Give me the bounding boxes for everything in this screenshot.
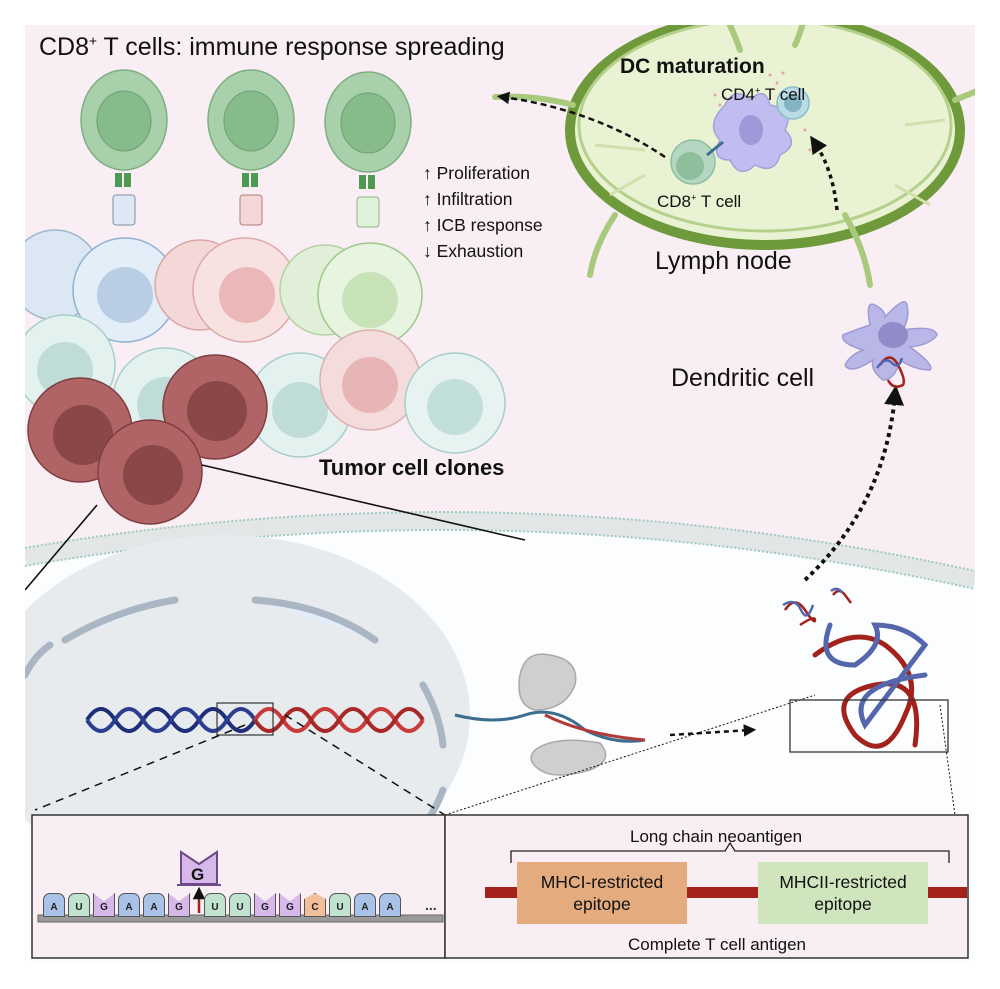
- ribosome: [518, 653, 607, 776]
- tumor-clones: [25, 229, 506, 525]
- inserted-base-label: G: [191, 865, 205, 884]
- rna-base-a: A: [379, 893, 401, 917]
- t-cell-effects-list: ↑ Proliferation ↑ Infiltration ↑ ICB res…: [423, 160, 543, 264]
- rna-base-a: A: [143, 893, 165, 917]
- rna-base-a: A: [354, 893, 376, 917]
- dendritic-cell: [841, 301, 938, 388]
- t-cell-1: [80, 69, 168, 226]
- rna-base-u: U: [329, 893, 351, 917]
- translation-arrow: [669, 724, 757, 737]
- rna-base-g: G: [279, 893, 301, 917]
- illustration: [25, 25, 975, 965]
- antigen-backbone: [485, 887, 967, 898]
- sequence-ellipsis: ...: [425, 897, 437, 913]
- rna-base-u: U: [204, 893, 226, 917]
- mutation-site-box: [216, 702, 274, 736]
- figure-title: CD8+ T cells: immune response spreading: [39, 33, 505, 61]
- effect-exhaustion: ↓ Exhaustion: [423, 241, 524, 261]
- rna-base-a: A: [43, 893, 65, 917]
- cell-membrane: [25, 512, 975, 589]
- lymph-node: [492, 25, 975, 288]
- small-protein: [782, 587, 852, 627]
- complete-t-cell-antigen-label: Complete T cell antigen: [628, 935, 806, 954]
- neoantigen-protein: [812, 622, 929, 749]
- cell-membrane-outer: [25, 511, 975, 572]
- neoantigen-brace: [510, 841, 950, 863]
- effect-infiltration: ↑ Infiltration: [423, 189, 513, 209]
- rna-base-u: U: [68, 893, 90, 917]
- lymph-dendritic-cell: [712, 92, 793, 173]
- dna-helix: [85, 707, 425, 733]
- antigen-uptake-arrow: [803, 385, 905, 582]
- lymph-entry-arrow: [810, 135, 839, 211]
- tumor-clones-label: Tumor cell clones: [319, 455, 505, 480]
- dendritic-cell-label: Dendritic cell: [671, 364, 815, 392]
- rna-base-u: U: [229, 893, 251, 917]
- rna-base-a: A: [118, 893, 140, 917]
- cd8-t-cell-label: CD8+ T cell: [657, 192, 742, 211]
- mutation-panel: [31, 814, 446, 959]
- rna-base-c: C: [304, 893, 326, 917]
- protein-region-box: [789, 699, 949, 753]
- lymph-node-label: Lymph node: [655, 247, 792, 275]
- effect-proliferation: ↑ Proliferation: [423, 163, 531, 183]
- dc-maturation-label: DC maturation: [620, 55, 765, 78]
- long-chain-neoantigen-label: Long chain neoantigen: [630, 827, 803, 846]
- mrna-strand: [454, 710, 646, 743]
- cell-membrane-inner: [25, 529, 975, 590]
- effect-icb-response: ↑ ICB response: [423, 215, 543, 235]
- t-cell-2: [207, 69, 295, 226]
- cd8-t-cells: [80, 69, 412, 228]
- cd4-t-cell-label: CD4+ T cell: [721, 85, 806, 104]
- lymph-exit-arrow: [496, 91, 666, 159]
- t-cell-3: [324, 71, 412, 228]
- inserted-base-g: [177, 850, 221, 886]
